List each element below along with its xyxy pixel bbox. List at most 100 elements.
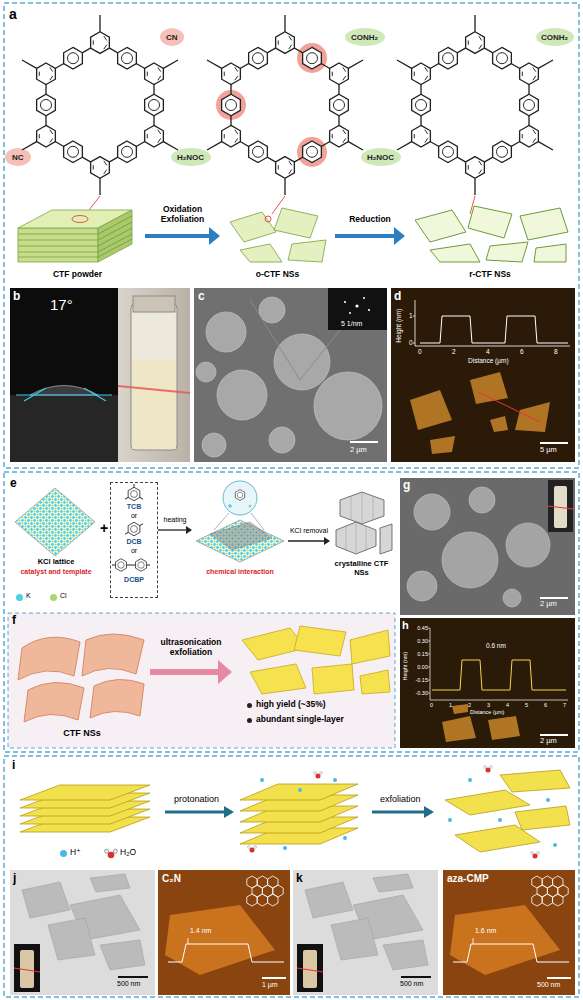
figure-label: aza-CMP <box>447 873 489 885</box>
figure-label: 2 <box>468 702 471 708</box>
connector-line <box>150 669 218 675</box>
node-label: chemical interaction <box>192 568 288 576</box>
composite-box: chemical interaction <box>192 480 288 600</box>
figure-label: H₂NOC <box>367 153 394 162</box>
figure-label: 500 nm <box>117 980 140 988</box>
figure-label: 4 <box>486 348 490 355</box>
legend-label: H₂O <box>120 848 136 858</box>
figure-label: d <box>394 290 401 304</box>
figure-label: CONH₂ <box>541 33 568 42</box>
figure-label: b <box>13 290 20 304</box>
node-label: or <box>111 547 157 555</box>
figure-label: 0 <box>430 702 433 708</box>
node-label: DCBP <box>111 576 157 584</box>
node-label: abundant single-layer <box>256 715 390 725</box>
figure-label: 1 <box>449 702 452 708</box>
figure-label: 3 <box>487 702 490 708</box>
figure-label: 2 <box>452 348 456 355</box>
connector-arrow <box>158 526 192 534</box>
arrow-head <box>394 227 405 245</box>
node-label: catalyst and template <box>10 568 102 576</box>
figure-label: 17° <box>50 296 73 313</box>
figure-label: exfoliation <box>380 794 421 804</box>
hydrogen-atom <box>113 849 117 853</box>
monomer-box: TCBorDCBorDCBP <box>110 482 158 598</box>
node-label: r-CTF NSs <box>405 270 575 280</box>
bullet-dot <box>247 718 252 723</box>
figure-label: 5 µm <box>540 446 557 455</box>
figure-label: g <box>403 479 410 493</box>
figure-label: 6 <box>520 348 524 355</box>
stage-box: CTF powder <box>10 200 145 285</box>
figure-label: protonation <box>174 794 219 804</box>
figure-label: 500 nm <box>537 981 560 989</box>
node-label: CTF NSs <box>14 728 150 738</box>
stage-box: r-CTF NSs <box>405 200 575 285</box>
product-box: crystalline CTF NSs <box>330 482 393 600</box>
arrow-head <box>209 227 220 245</box>
figure-label: 7 <box>563 702 566 708</box>
node-label: or <box>111 512 157 520</box>
legend-label: K <box>26 592 31 600</box>
arrow-head <box>324 537 330 545</box>
figure-label: 0.15 <box>417 651 428 657</box>
figure-label: 8 <box>554 348 558 355</box>
figure-label: 6 <box>544 702 547 708</box>
oxygen-atom <box>108 852 115 859</box>
figure-label: + <box>100 520 108 536</box>
figure-label: Height (nm) <box>395 309 402 343</box>
arrow-label: KCl removal <box>285 527 333 535</box>
legend-label: H⁺ <box>70 848 81 858</box>
connector-line <box>158 529 186 530</box>
sheet-box: CTF NSs <box>14 622 150 744</box>
hydrogen-atom <box>105 849 109 853</box>
figure-label: -0.15 <box>415 677 428 683</box>
figure-label: 1 <box>409 312 413 319</box>
arrow-label: ultrasonication exfoliation <box>149 638 233 658</box>
figure-label: H₂NOC <box>177 153 204 162</box>
figure-label: 2 µm <box>350 446 367 455</box>
figure-label: Distance (µm) <box>468 357 509 364</box>
figure-label: c <box>198 290 205 304</box>
figure-label: 0.6 nm <box>486 642 506 649</box>
figure-label: Height (nm) <box>402 652 408 681</box>
figure-label: i <box>12 759 15 773</box>
connector-line <box>145 234 209 238</box>
figure-label: h <box>402 619 409 632</box>
figure-label: 0 <box>418 348 422 355</box>
figure-label: 0.45 <box>417 625 428 631</box>
figure-label: NC <box>12 153 24 162</box>
connector-line <box>288 540 324 541</box>
figure-label: CONH₂ <box>351 33 378 42</box>
arrow-label: heating <box>155 516 195 524</box>
sheet-box: high yield (~35%)abundant single-layer <box>232 620 392 744</box>
figure-label: 0.30 <box>417 638 428 644</box>
figure-label: 1.6 nm <box>475 927 496 935</box>
figure-label: 0 <box>409 339 413 346</box>
figure-label: CN <box>166 33 178 42</box>
figure-label: 4 <box>506 702 509 708</box>
figure-label: Distance (µm) <box>470 709 504 715</box>
figure-label: 5 1/nm <box>341 320 362 328</box>
arrow-label: Oxidation Exfoliation <box>150 205 216 225</box>
node-label: DCB <box>111 538 157 546</box>
node-label: o-CTF NSs <box>220 270 335 280</box>
connector-arrow <box>145 227 220 245</box>
figure-label: 5 <box>525 702 528 708</box>
connector-line <box>335 234 394 238</box>
figure-label: 0.00 <box>417 664 428 670</box>
figure-label: k <box>296 872 303 886</box>
legend-label: Cl <box>60 592 67 600</box>
figure-label: f <box>12 614 16 628</box>
figure-label: 1 µm <box>262 981 278 989</box>
figure-label: 1.4 nm <box>190 927 211 935</box>
lattice-box: KCl latticecatalyst and template <box>10 482 102 582</box>
legend-swatch <box>16 594 23 601</box>
figure-label: a <box>9 6 17 22</box>
node-label: crystalline CTF NSs <box>330 560 393 577</box>
connector-arrow <box>335 227 405 245</box>
arrow-head <box>186 526 192 534</box>
